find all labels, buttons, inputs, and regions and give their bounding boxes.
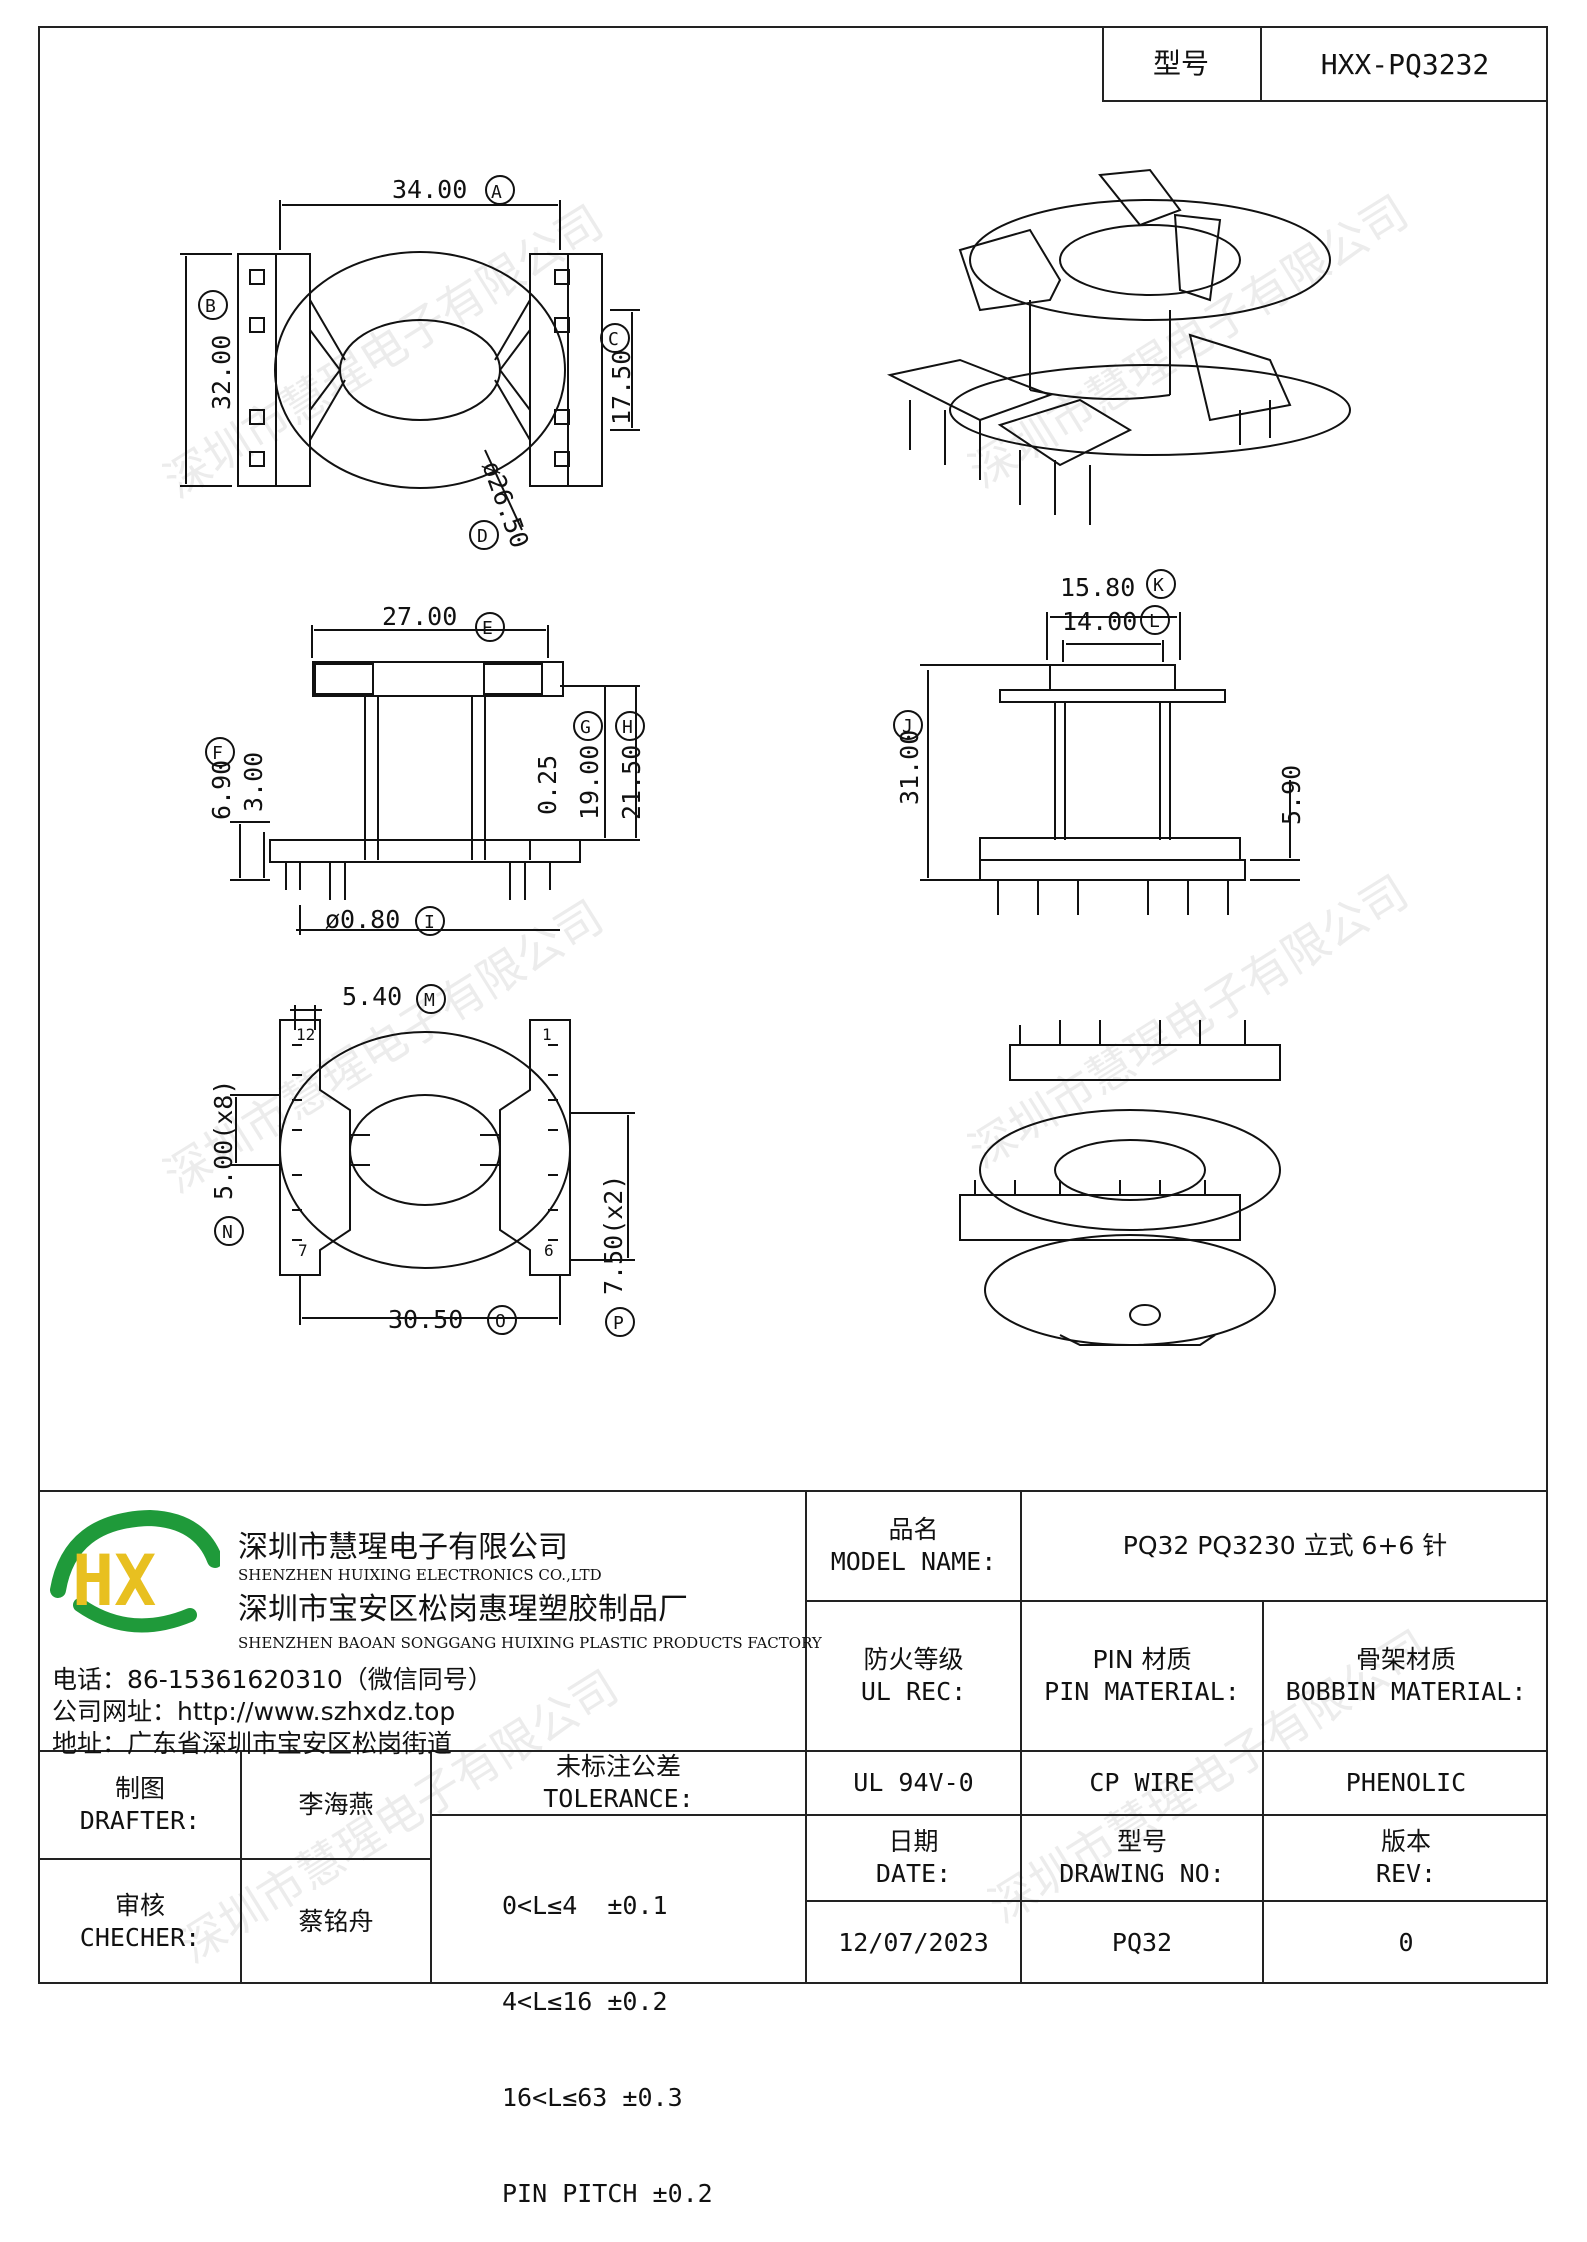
svg-text:I: I [424,912,435,933]
phone-text: 电话：86-15361620310（微信同号） [52,1665,493,1694]
svg-text:L: L [1149,611,1160,632]
header-model-value: HXX-PQ3232 [1320,47,1490,81]
drawing-frame [38,26,1548,1984]
svg-text:7: 7 [298,1241,308,1260]
svg-text:5.40: 5.40 [342,982,402,1011]
front-view [920,612,1300,915]
svg-text:E: E [482,618,493,639]
tolerance-table: 0<L≤4 ±0.1 4<L≤16 ±0.2 16<L≤63 ±0.3 PIN … [502,1891,713,2208]
svg-text:0.25: 0.25 [533,755,562,815]
date-value: 12/07/2023 [838,1928,989,1957]
svg-text:G: G [580,717,591,738]
svg-text:1: 1 [542,1025,552,1044]
svg-text:5.90: 5.90 [1277,765,1306,825]
svg-text:F: F [212,743,223,764]
svg-text:7.50(x2): 7.50(x2) [599,1175,628,1295]
svg-text:5.00(x8): 5.00(x8) [209,1080,238,1200]
model-name-value: PQ32 PQ3230 立式 6+6 针 [1122,1531,1448,1560]
svg-text:K: K [1153,575,1164,596]
side-view [230,625,640,935]
perspective-bottom [959,1020,1281,1346]
svg-text:B: B [205,296,216,317]
svg-text:30.50: 30.50 [388,1305,463,1334]
svg-text:N: N [222,1222,233,1243]
svg-text:P: P [613,1313,624,1334]
svg-text:H: H [622,717,633,738]
model-name-label: 品名 MODEL NAME: [830,1515,997,1576]
svg-text:31.00: 31.00 [895,730,924,805]
perspective-top [887,168,1351,525]
svg-text:15.80: 15.80 [1060,573,1135,602]
address-text: 地址：广东省深圳市宝安区松岗街道 [52,1729,453,1758]
svg-text:34.00: 34.00 [392,175,467,204]
svg-text:A: A [491,182,502,203]
bobbin-material-value: PHENOLIC [1345,1768,1467,1797]
rev-value: 0 [1398,1928,1414,1957]
drafter-value: 李海燕 [298,1790,374,1819]
drawing-no-value: PQ32 [1111,1928,1173,1957]
bottom-view [230,1005,635,1325]
checker-value: 蔡铭舟 [298,1907,374,1936]
svg-text:C: C [608,329,619,350]
svg-text:M: M [424,990,435,1011]
svg-text:27.00: 27.00 [382,602,457,631]
ul-rec-value: UL 94V-0 [853,1768,974,1797]
svg-text:J: J [902,716,913,737]
svg-text:21.50: 21.50 [617,745,646,820]
top-view [180,200,640,531]
factory-name-en: SHENZHEN BAOAN SONGGANG HUIXING PLASTIC … [238,1634,822,1652]
svg-text:3.00: 3.00 [239,752,268,812]
company-name-en: SHENZHEN HUIXING ELECTRONICS CO.,LTD [238,1566,602,1584]
company-logo: HX [50,1510,220,1633]
svg-text:12: 12 [296,1025,315,1044]
technical-drawing: 34.00 A B 32.00 C 17.50 ø26.50 D 27.00 E… [180,168,1351,1346]
svg-text:14.00: 14.00 [1062,607,1137,636]
svg-text:19.00: 19.00 [575,745,604,820]
factory-name-cn: 深圳市宝安区松岗惠瑆塑胶制品厂 [238,1592,688,1627]
svg-text:O: O [495,1311,506,1332]
website-text: 公司网址：http://www.szhxdz.top [52,1697,456,1726]
pin-material-value: CP WIRE [1089,1768,1195,1797]
svg-text:ø0.80: ø0.80 [325,905,400,934]
svg-text:17.50: 17.50 [607,350,636,425]
company-name-cn: 深圳市慧瑆电子有限公司 [238,1530,568,1565]
header-model-box [1102,26,1548,102]
svg-text:HX: HX [72,1540,156,1622]
svg-text:6: 6 [544,1241,554,1260]
svg-text:32.00: 32.00 [207,335,236,410]
header-model-label: 型号 [1152,47,1209,80]
svg-text:D: D [477,526,488,547]
svg-text:6.90: 6.90 [207,760,236,820]
